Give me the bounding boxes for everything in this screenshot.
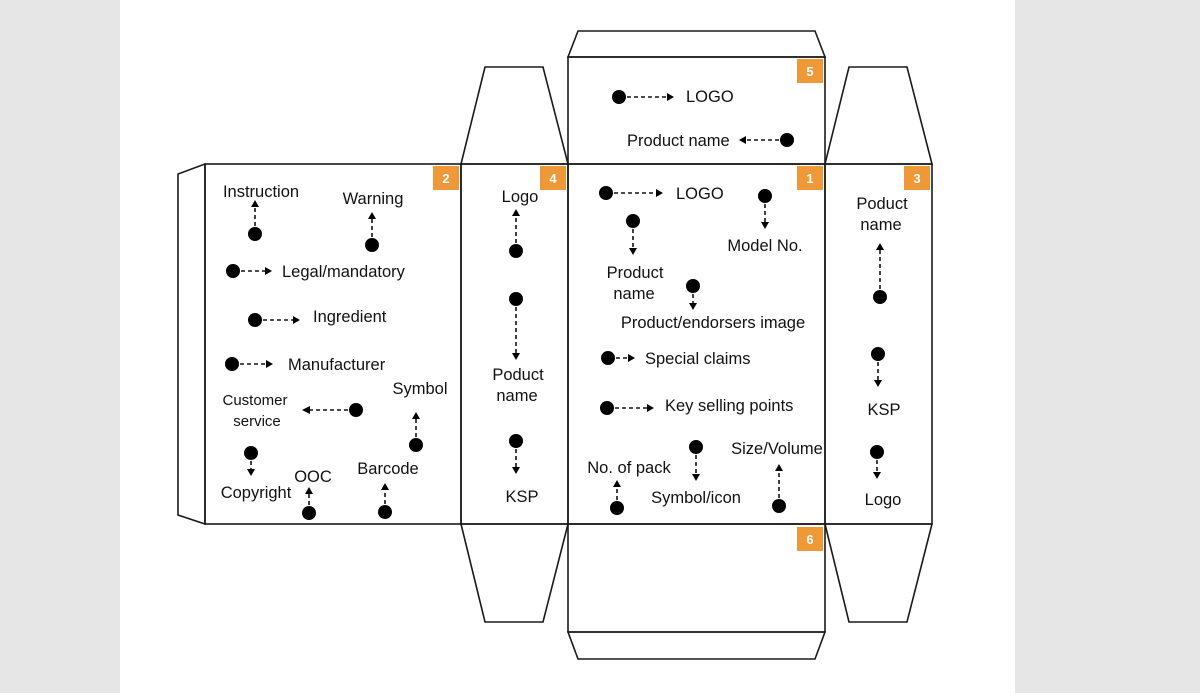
- marker-dot: [244, 446, 258, 460]
- marker-dot: [509, 292, 523, 306]
- label-poduct: Poduct: [856, 195, 908, 213]
- panel-6-outline: [567, 523, 826, 633]
- label-warning: Warning: [343, 190, 404, 208]
- label-ingredient: Ingredient: [313, 308, 387, 326]
- label-instruction: Instruction: [223, 183, 299, 201]
- label-product-endorsers-image: Product/endorsers image: [621, 314, 805, 332]
- badge-panel-5: 5: [797, 59, 823, 83]
- label-size-volume: Size/Volume: [731, 440, 823, 458]
- label-poduct: Poduct: [492, 366, 544, 384]
- glue-flap: [177, 162, 206, 526]
- label-symbol: Symbol: [392, 380, 447, 398]
- label-logo: Logo: [502, 188, 539, 206]
- label-barcode: Barcode: [357, 460, 418, 478]
- panel-badges: 2 4 1 3 5 6: [433, 59, 930, 551]
- label-product-name: Product name: [627, 132, 730, 150]
- label-product: Product: [607, 264, 664, 282]
- label-copyright: Copyright: [221, 484, 292, 502]
- panel-5-content: LOGO Product name: [612, 88, 794, 150]
- label-ksp: KSP: [505, 488, 538, 506]
- marker-dot: [409, 438, 423, 452]
- packaging-dieline-diagram: 2 4 1 3 5 6 Instruction Warning: [120, 0, 1015, 693]
- marker-dot: [599, 186, 613, 200]
- marker-dot: [226, 264, 240, 278]
- marker-dot: [689, 440, 703, 454]
- marker-dot: [772, 499, 786, 513]
- panel-1-content: LOGO Model No. Product name Product/endo…: [587, 185, 823, 515]
- marker-dot: [612, 90, 626, 104]
- marker-dot: [600, 401, 614, 415]
- label-customer: Customer: [222, 392, 287, 409]
- marker-dot: [601, 351, 615, 365]
- label-ooc: OOC: [294, 468, 332, 486]
- marker-dot: [870, 445, 884, 459]
- badge-5-text: 5: [806, 64, 813, 79]
- panel-4-content: Logo Poduct name KSP: [492, 188, 544, 506]
- panel-2-content: Instruction Warning Legal/mandatory Ingr…: [221, 183, 448, 520]
- label-key-selling-points: Key selling points: [665, 397, 793, 415]
- marker-dot: [378, 505, 392, 519]
- box-net-outline: [177, 30, 934, 660]
- panel-2-outline: [204, 163, 462, 525]
- marker-dot: [686, 279, 700, 293]
- bottom-tuck-flap: [566, 631, 827, 660]
- marker-dot: [509, 434, 523, 448]
- panel-3-content: Poduct name KSP Logo: [856, 195, 908, 509]
- badge-4-text: 4: [549, 171, 557, 186]
- label-manufacturer: Manufacturer: [288, 356, 386, 374]
- dust-flap-bottom-right: [823, 523, 934, 623]
- label-symbol-icon: Symbol/icon: [651, 489, 741, 507]
- marker-dot: [349, 403, 363, 417]
- label-legal-mandatory: Legal/mandatory: [282, 263, 406, 281]
- top-tuck-flap: [566, 30, 827, 58]
- marker-dot: [871, 347, 885, 361]
- marker-dot: [509, 244, 523, 258]
- marker-dot: [225, 357, 239, 371]
- badge-panel-4: 4: [540, 166, 566, 190]
- label-name: name: [860, 216, 901, 234]
- marker-dot: [780, 133, 794, 147]
- badge-panel-3: 3: [904, 166, 930, 190]
- label-service: service: [233, 413, 281, 430]
- label-ksp: KSP: [867, 401, 900, 419]
- badge-6-text: 6: [806, 532, 813, 547]
- badge-2-text: 2: [442, 171, 449, 186]
- marker-dot: [248, 227, 262, 241]
- marker-dot: [248, 313, 262, 327]
- marker-dot: [626, 214, 640, 228]
- marker-dot: [758, 189, 772, 203]
- badge-1-text: 1: [806, 171, 813, 186]
- dust-flap-top-right: [823, 66, 934, 165]
- badge-panel-2: 2: [433, 166, 459, 190]
- label-logo: LOGO: [676, 185, 724, 203]
- dust-flap-top-left: [459, 66, 570, 165]
- dust-flap-bottom-left: [459, 523, 570, 623]
- label-no-of-pack: No. of pack: [587, 459, 671, 477]
- label-name: name: [496, 387, 537, 405]
- marker-dot: [610, 501, 624, 515]
- marker-dot: [365, 238, 379, 252]
- badge-panel-1: 1: [797, 166, 823, 190]
- label-logo: LOGO: [686, 88, 734, 106]
- label-model-no: Model No.: [727, 237, 802, 255]
- badge-panel-6: 6: [797, 527, 823, 551]
- marker-dot: [873, 290, 887, 304]
- marker-dot: [302, 506, 316, 520]
- badge-3-text: 3: [913, 171, 920, 186]
- label-special-claims: Special claims: [645, 350, 750, 368]
- label-name: name: [613, 285, 654, 303]
- label-logo: Logo: [865, 491, 902, 509]
